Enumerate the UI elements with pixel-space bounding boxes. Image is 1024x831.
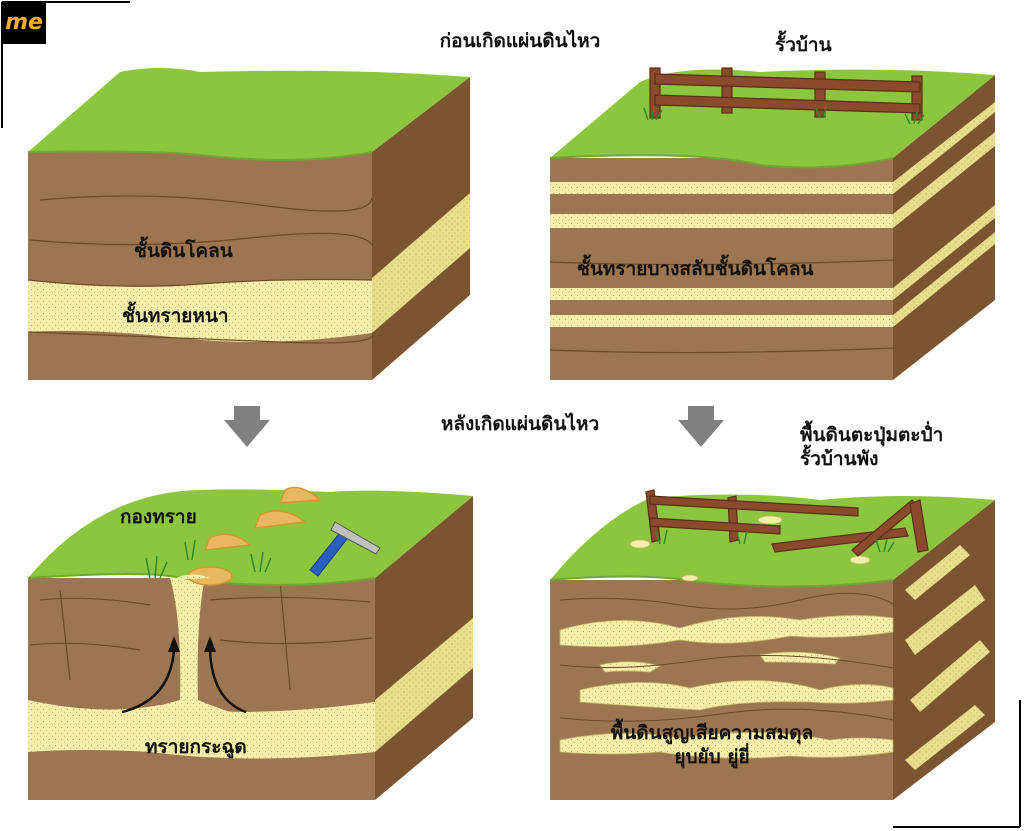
label-fence: รั้วบ้าน — [775, 34, 832, 56]
grass-tufts — [643, 105, 925, 125]
label-sand-boil: ทรายกระฉูด — [145, 736, 247, 758]
label-ground-crumpled: ยุบยับ ยู่ยี่ — [674, 746, 750, 768]
label-before-earthquake: ก่อนเกิดแผ่นดินไหว — [439, 30, 601, 52]
label-bumpy-ground: พื้นดินตะปุ่มตะป่ำ — [800, 424, 944, 446]
label-ground-lost-balance: พื้นดินสูญเสียความสมดุล — [610, 722, 814, 744]
label-sand-pile: กองทราย — [120, 506, 197, 528]
label-mud-layer: ชั้นดินโคลน — [134, 240, 233, 262]
block-before-thin-sand — [549, 67, 995, 380]
block-before-thick-sand — [27, 68, 470, 380]
block-after-liquefaction — [549, 489, 995, 800]
sand-piles — [187, 486, 322, 586]
grass-tufts-right — [655, 529, 895, 553]
label-thick-sand-layer: ชั้นทรายหนา — [122, 305, 229, 327]
fence-broken — [645, 489, 929, 557]
label-thin-sand-alternating: ชั้นทรายบางสลับชั้นดินโคลน — [577, 258, 814, 280]
logo: me — [2, 2, 46, 44]
block-after-sand-boil — [27, 486, 473, 800]
fence-intact — [649, 67, 923, 121]
label-after-earthquake: หลังเกิดแผ่นดินไหว — [440, 413, 600, 435]
label-fence-collapsed: รั้วบ้านพัง — [800, 448, 879, 470]
arrow-down-right — [678, 406, 724, 447]
grass-tufts-left — [145, 539, 272, 579]
hammer-icon — [309, 521, 381, 577]
arrow-down-left — [224, 406, 270, 447]
